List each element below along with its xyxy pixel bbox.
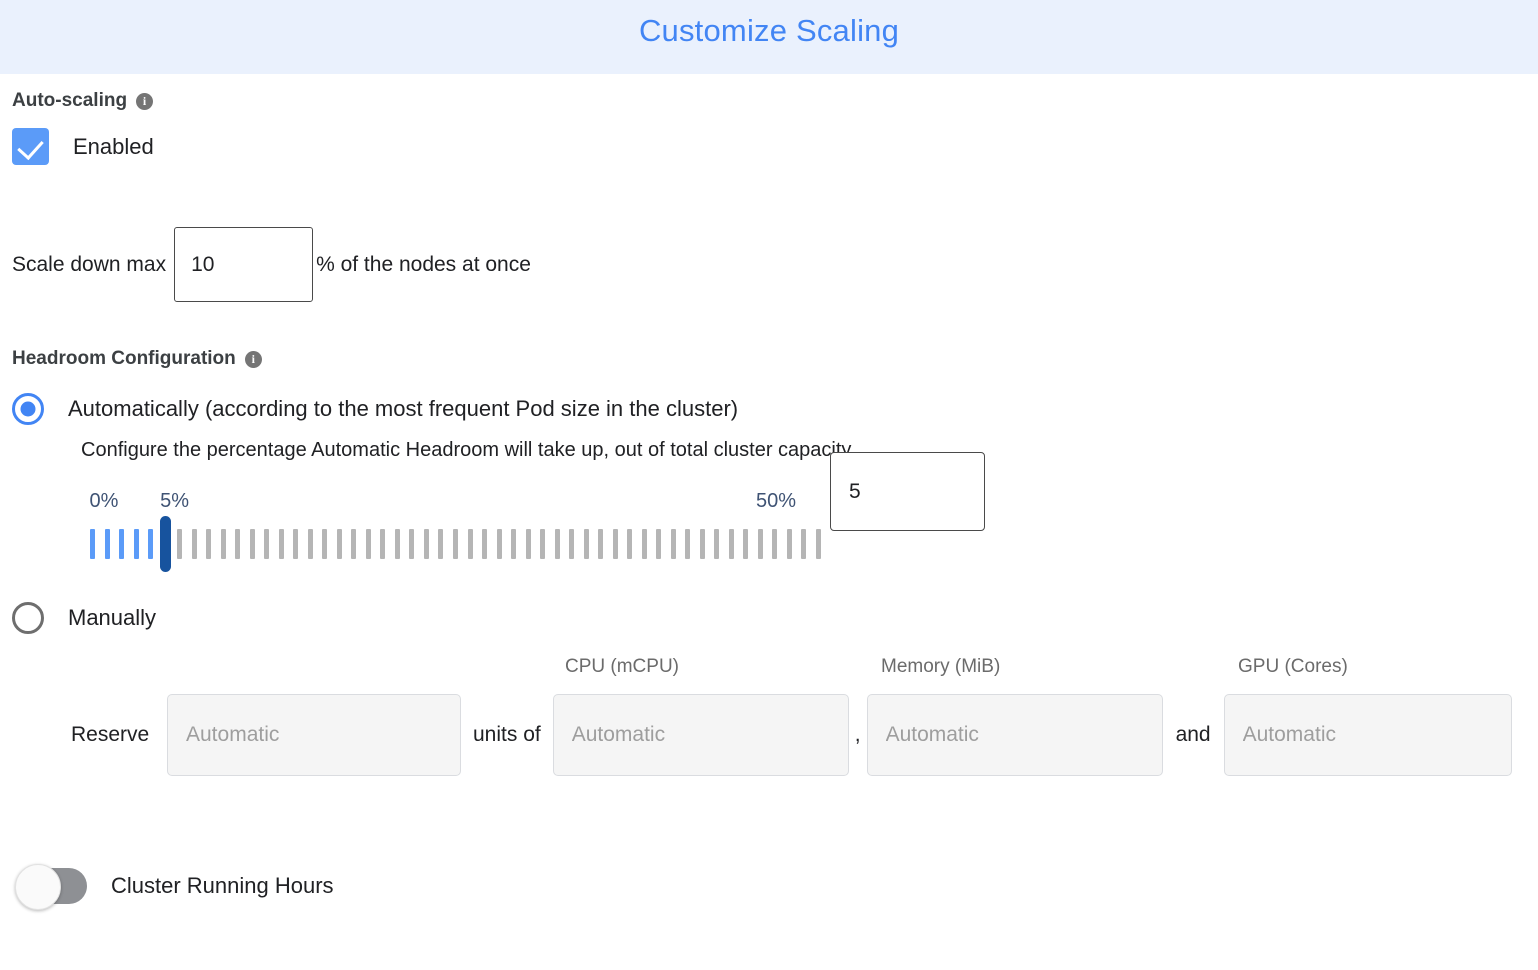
slider-tick [394, 529, 400, 559]
radio-automatic-label: Automatically (according to the most fre… [68, 396, 739, 421]
slider-tick [191, 529, 197, 559]
scale-down-max-row: Scale down max % of the nodes at once [12, 227, 1526, 302]
slider-tick [453, 529, 458, 559]
slider-tick [90, 529, 95, 559]
slider-tick [380, 529, 386, 559]
slider-tick [786, 529, 792, 559]
slider-tick [670, 529, 676, 559]
slider-scale-labels: 0% 5% 50% [90, 490, 820, 516]
slider-tick [656, 529, 662, 559]
slider-tick [699, 529, 705, 559]
headroom-automatic-option[interactable]: Automatically (according to the most fre… [12, 393, 1526, 425]
slider-tick [757, 529, 763, 559]
enabled-label: Enabled [73, 133, 154, 159]
slider-tick [365, 529, 371, 559]
cluster-running-hours-label: Cluster Running Hours [111, 873, 334, 898]
slider-tick [206, 529, 212, 559]
slider-tick [119, 529, 125, 559]
slider-tick [772, 529, 778, 559]
cluster-running-hours-row: Cluster Running Hours [15, 864, 1526, 910]
slider-tick [278, 529, 284, 559]
cluster-running-hours-toggle[interactable] [15, 864, 87, 910]
slider-thumb[interactable] [159, 516, 171, 572]
headroom-automatic-description: Configure the percentage Automatic Headr… [81, 439, 852, 461]
slider-tick [307, 529, 313, 559]
auto-scaling-label: Auto-scaling [12, 90, 128, 111]
slider-tick [322, 529, 328, 559]
reserve-cpu-input[interactable] [552, 694, 849, 776]
slider-tick [569, 529, 575, 559]
slider-tick [583, 529, 589, 559]
slider-tick [540, 529, 546, 559]
slider-tick [641, 529, 647, 559]
slider-tick [525, 529, 531, 559]
reserve-memory-input[interactable] [866, 694, 1163, 776]
slider-max-label: 50% [755, 490, 797, 512]
slider-tick [598, 529, 604, 559]
scale-down-max-input[interactable] [174, 227, 314, 302]
headroom-value-input[interactable] [830, 452, 985, 531]
slider-tick [438, 529, 444, 559]
slider-tick [511, 529, 517, 559]
slider-tick [627, 529, 633, 559]
slider-tick [467, 529, 473, 559]
slider-tick [482, 529, 488, 559]
dialog-body: Auto-scaling i Enabled Scale down max % … [0, 90, 1538, 910]
slider-tick [423, 529, 429, 559]
headroom-section-title: Headroom Configuration i [12, 348, 1526, 370]
dialog-header: Customize Scaling [0, 0, 1538, 74]
auto-scaling-section-title: Auto-scaling i [12, 90, 1526, 112]
slider-tick [685, 529, 691, 559]
slider-tick [351, 529, 357, 559]
slider-tick [177, 529, 183, 559]
column-header-cpu: CPU (mCPU) [565, 656, 679, 677]
slider-tick [816, 529, 821, 559]
enabled-checkbox-row: Enabled [12, 128, 1526, 165]
reserve-column-headers: CPU (mCPU) Memory (MiB) GPU (Cores) [12, 656, 1526, 686]
slider-current-label: 5% [160, 490, 190, 512]
and-separator: and [1175, 723, 1211, 746]
slider-tick [104, 529, 110, 559]
slider-tick [714, 529, 720, 559]
comma-separator: , [854, 723, 861, 746]
headroom-label: Headroom Configuration [12, 348, 236, 369]
slider-tick [612, 529, 618, 559]
slider-tick [336, 529, 342, 559]
slider-tick [496, 529, 502, 559]
slider-tick [743, 529, 749, 559]
column-header-memory: Memory (MiB) [881, 656, 1001, 677]
reserve-nodes-input[interactable] [167, 694, 461, 776]
slider-tick [220, 529, 226, 559]
radio-manually[interactable] [12, 602, 44, 634]
slider-tick [554, 529, 560, 559]
slider-tick [148, 529, 154, 559]
column-header-gpu: GPU (Cores) [1238, 656, 1348, 677]
units-of-label: units of [473, 723, 541, 746]
reserve-row: Reserve units of , and [12, 694, 1526, 776]
slider-min-label: 0% [89, 490, 119, 512]
headroom-slider-block: 0% 5% 50% [12, 452, 1526, 572]
slider-tick [409, 529, 415, 559]
slider-tick [264, 529, 270, 559]
info-icon[interactable]: i [244, 350, 262, 368]
slider-tick [728, 529, 734, 559]
reserve-label: Reserve [71, 723, 150, 746]
auto-scaling-enabled-checkbox[interactable] [12, 128, 49, 165]
radio-manually-label: Manually [68, 605, 157, 630]
slider-tick [249, 529, 255, 559]
headroom-manual-option[interactable]: Manually [12, 602, 1526, 634]
slider-tick [235, 529, 241, 559]
scale-down-max-suffix: % of the nodes at once [316, 252, 531, 276]
radio-automatic[interactable] [12, 393, 44, 425]
scale-down-max-label: Scale down max [12, 252, 167, 276]
headroom-slider[interactable] [90, 516, 821, 572]
page-title: Customize Scaling [638, 12, 900, 48]
slider-tick [801, 529, 807, 559]
slider-tick [293, 529, 299, 559]
reserve-gpu-input[interactable] [1223, 694, 1512, 776]
slider-tick [133, 529, 139, 559]
info-icon[interactable]: i [136, 92, 154, 110]
